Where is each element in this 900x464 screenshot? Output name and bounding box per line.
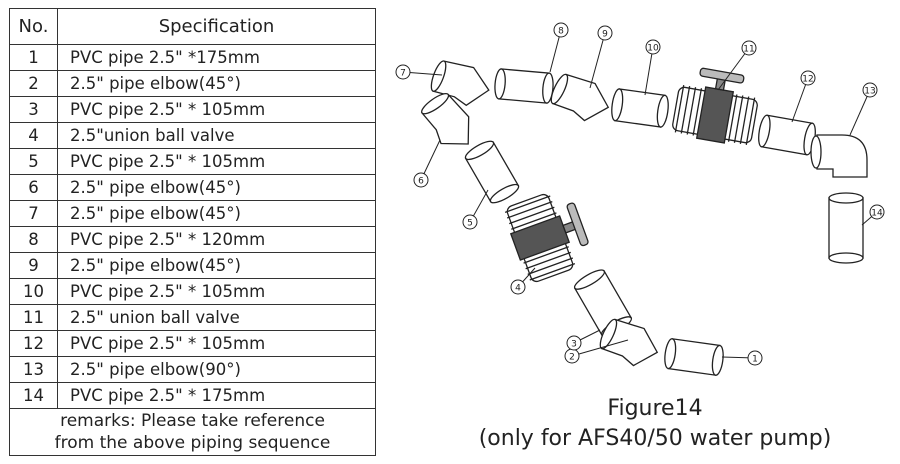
row-number: 2 [9, 70, 58, 97]
callout-11: 11 [717, 40, 757, 91]
row-specification: 2.5" pipe elbow(45°) [57, 252, 376, 279]
row-specification: PVC pipe 2.5" * 120mm [57, 226, 376, 253]
callout-label: 14 [871, 209, 883, 219]
row-specification: PVC pipe 2.5" * 105mm [57, 96, 376, 123]
callout-label: 3 [571, 340, 577, 350]
row-number: 11 [9, 304, 58, 331]
pipe-8 [494, 68, 554, 104]
row-number: 14 [9, 382, 58, 409]
row-number: 7 [9, 200, 58, 227]
pipe-14 [828, 192, 864, 264]
elbow-9 [550, 73, 610, 122]
remarks-line-1: remarks: Please take reference [60, 411, 325, 431]
row-specification: 2.5" pipe elbow(45°) [57, 70, 376, 97]
elbow-6 [421, 93, 470, 145]
callout-label: 13 [864, 87, 875, 97]
callout-label: 9 [602, 30, 608, 40]
row-number: 9 [9, 252, 58, 279]
row-number: 4 [9, 122, 58, 149]
callout-7: 7 [395, 64, 443, 80]
callout-label: 12 [802, 75, 813, 85]
callout-14: 14 [861, 204, 885, 226]
row-specification: 2.5"union ball valve [57, 122, 376, 149]
row-specification: PVC pipe 2.5" * 105mm [57, 330, 376, 357]
callout-8: 8 [549, 22, 569, 73]
row-number: 1 [9, 44, 58, 71]
pipe-5 [464, 140, 520, 204]
callout-1: 1 [721, 350, 763, 366]
remarks: remarks: Please take reference from the … [9, 408, 376, 456]
union-ball-valve-11 [672, 67, 758, 145]
elbow-13 [810, 134, 868, 178]
callout-3: 3 [566, 329, 601, 351]
figure-subtitle: (only for AFS40/50 water pump) [478, 426, 832, 451]
callout-5: 5 [462, 189, 489, 230]
row-number: 13 [9, 356, 58, 383]
callout-10: 10 [644, 39, 661, 96]
row-number: 3 [9, 96, 58, 123]
callout-label: 7 [400, 69, 406, 79]
elbow-2 [599, 318, 659, 367]
table-header-row: No. Specification [9, 8, 376, 45]
callout-6: 6 [413, 139, 441, 188]
callout-12: 12 [791, 70, 816, 123]
remarks-row: remarks: Please take reference from the … [9, 408, 376, 456]
callout-label: 8 [558, 27, 564, 37]
callout-label: 4 [515, 284, 521, 294]
row-specification: 2.5" pipe elbow(90°) [57, 356, 376, 383]
row-specification: 2.5" pipe elbow(45°) [57, 200, 376, 227]
callout-label: 5 [467, 219, 473, 229]
row-specification: PVC pipe 2.5" * 175mm [57, 382, 376, 409]
callout-9: 9 [589, 25, 613, 89]
row-specification: 2.5" union ball valve [57, 304, 376, 331]
callout-4: 4 [510, 267, 536, 295]
callout-label: 2 [569, 353, 575, 363]
row-number: 8 [9, 226, 58, 253]
row-specification: 2.5" pipe elbow(45°) [57, 174, 376, 201]
row-number: 5 [9, 148, 58, 175]
pipe-12 [758, 114, 816, 156]
callout-13: 13 [849, 82, 878, 136]
remarks-line-2: from the above piping sequence [54, 433, 331, 453]
header-specification: Specification [57, 8, 376, 45]
header-no: No. [9, 8, 58, 45]
row-number: 10 [9, 278, 58, 305]
figure-title: Figure14 [607, 396, 703, 421]
callout-label: 10 [647, 44, 659, 54]
union-ball-valve-4 [504, 193, 589, 283]
row-number: 6 [9, 174, 58, 201]
pipe-10 [611, 88, 669, 128]
callout-label: 11 [743, 45, 754, 55]
callout-label: 6 [418, 177, 424, 187]
row-specification: PVC pipe 2.5" *175mm [57, 44, 376, 71]
callout-label: 1 [752, 355, 758, 365]
row-specification: PVC pipe 2.5" * 105mm [57, 148, 376, 175]
row-number: 12 [9, 330, 58, 357]
row-specification: PVC pipe 2.5" * 105mm [57, 278, 376, 305]
pipe-1 [664, 338, 724, 376]
